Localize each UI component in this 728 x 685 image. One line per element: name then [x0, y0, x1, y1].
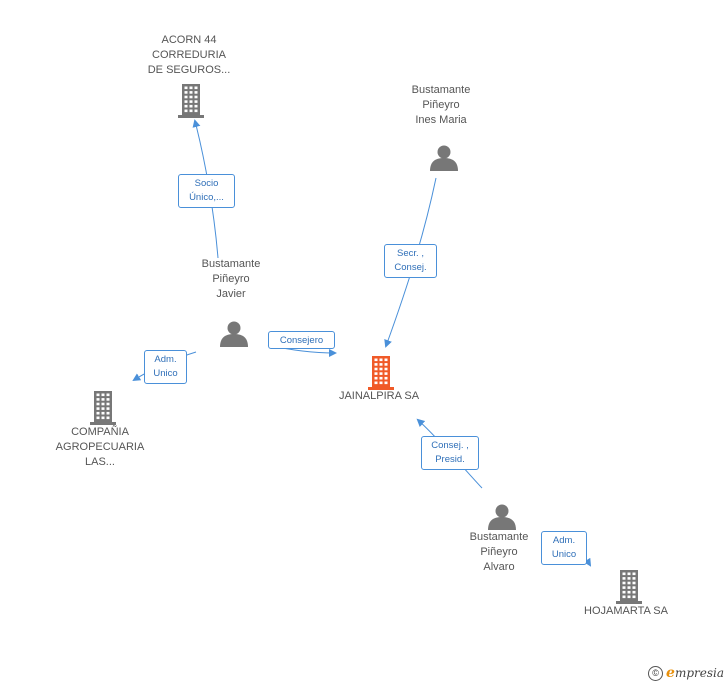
- edge-label-alvaro-hojamarta[interactable]: Adm. Unico: [541, 531, 587, 565]
- node-label-line: Ines Maria: [415, 114, 467, 126]
- node-label-line: LAS...: [85, 456, 115, 468]
- node-label-line: AGROPECUARIA: [55, 441, 145, 453]
- node-label-line: COMPAÑIA: [71, 426, 129, 438]
- node-label-line: Bustamante: [411, 84, 471, 96]
- building-icon-compania[interactable]: [90, 391, 116, 425]
- building-icon-acorn[interactable]: [178, 84, 204, 118]
- node-label-compania[interactable]: COMPAÑIA AGROPECUARIA LAS...: [35, 425, 165, 470]
- brand-logo: empresia: [666, 665, 724, 681]
- edge-label-line: Adm.: [154, 354, 177, 365]
- node-label-line: Javier: [216, 288, 246, 300]
- node-label-hojamarta[interactable]: HOJAMARTA SA: [561, 604, 691, 619]
- edge-label-javier-compania[interactable]: Adm. Unico: [144, 350, 187, 384]
- copyright-icon: ©: [648, 665, 664, 681]
- node-label-line: Alvaro: [483, 561, 515, 573]
- edge-label-line: Consej. ,: [431, 440, 469, 451]
- edge-label-line: Adm.: [552, 535, 576, 546]
- building-icon-jainalpira[interactable]: [368, 356, 394, 390]
- edge-label-alvaro-jainalpira[interactable]: Consej. , Presid.: [421, 436, 479, 470]
- edge-label-javier-jainalpira[interactable]: Consejero: [268, 331, 335, 349]
- edge-label-line: Secr. ,: [397, 248, 424, 259]
- edge-label-ines-jainalpira[interactable]: Secr. , Consej.: [384, 244, 437, 278]
- building-icon-hojamarta[interactable]: [616, 570, 642, 604]
- node-label-line: JAINALPIRA SA: [338, 390, 420, 402]
- node-label-line: DE SEGUROS...: [147, 64, 231, 76]
- edge-label-line: Único,...: [189, 192, 224, 203]
- node-label-line: HOJAMARTA SA: [584, 605, 668, 617]
- person-icon-javier[interactable]: [220, 321, 248, 348]
- edge-label-line: Consejero: [279, 335, 324, 346]
- node-label-line: Piñeyro: [480, 546, 518, 558]
- node-label-line: ACORN 44: [161, 34, 217, 46]
- node-label-acorn[interactable]: ACORN 44 CORREDURIA DE SEGUROS...: [124, 33, 254, 78]
- edge-label-line: Consej.: [394, 262, 427, 273]
- edge-label-line: Socio: [194, 178, 219, 189]
- edge-label-line: Presid.: [435, 454, 465, 465]
- node-label-line: CORREDURIA: [152, 49, 226, 61]
- node-label-line: Bustamante: [201, 258, 261, 270]
- node-label-line: Bustamante: [469, 531, 529, 543]
- edge-label-line: Unico: [551, 549, 577, 560]
- footer-brand: © empresia: [648, 665, 724, 681]
- node-label-jainalpira[interactable]: JAINALPIRA SA: [314, 389, 444, 404]
- person-icon-alvaro[interactable]: [488, 504, 516, 531]
- node-label-line: Piñeyro: [212, 273, 250, 285]
- edge-label-line: Unico: [153, 368, 178, 379]
- node-label-line: Piñeyro: [422, 99, 460, 111]
- person-icon-ines[interactable]: [430, 145, 458, 172]
